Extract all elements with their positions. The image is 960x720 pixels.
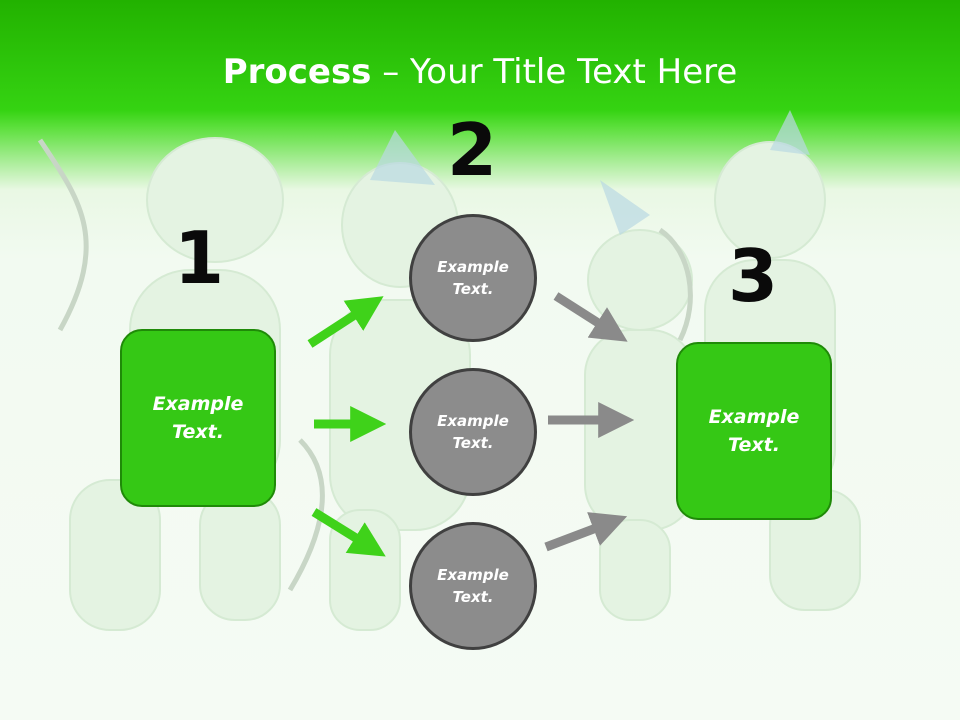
green-arrow-down bbox=[311, 508, 386, 557]
gray-arrow-down bbox=[544, 512, 628, 552]
step-2-circle-bottom: Example Text. bbox=[409, 522, 537, 650]
step-2-circle-middle: Example Text. bbox=[409, 368, 537, 496]
circle-text: Example Text. bbox=[437, 565, 509, 607]
title-bold-part: Process bbox=[222, 52, 372, 92]
step-number-3: 3 bbox=[727, 234, 779, 318]
green-arrow-up bbox=[307, 296, 384, 348]
circle-text: Example Text. bbox=[437, 257, 509, 299]
step-number-1: 1 bbox=[173, 216, 225, 300]
title-bar: Process – Your Title Text Here bbox=[0, 0, 960, 140]
title-rest-part: – Your Title Text Here bbox=[371, 52, 738, 92]
gray-arrow-up bbox=[553, 292, 628, 342]
slide-title: Process – Your Title Text Here bbox=[0, 52, 960, 92]
step-1-box: Example Text. bbox=[120, 329, 276, 507]
circle-text: Example Text. bbox=[437, 411, 509, 453]
step-2-circle-top: Example Text. bbox=[409, 214, 537, 342]
step-1-box-text: Example Text. bbox=[152, 392, 244, 444]
step-3-box: Example Text. bbox=[676, 342, 832, 520]
step-number-2: 2 bbox=[446, 108, 498, 192]
step-3-box-text: Example Text. bbox=[708, 405, 800, 457]
